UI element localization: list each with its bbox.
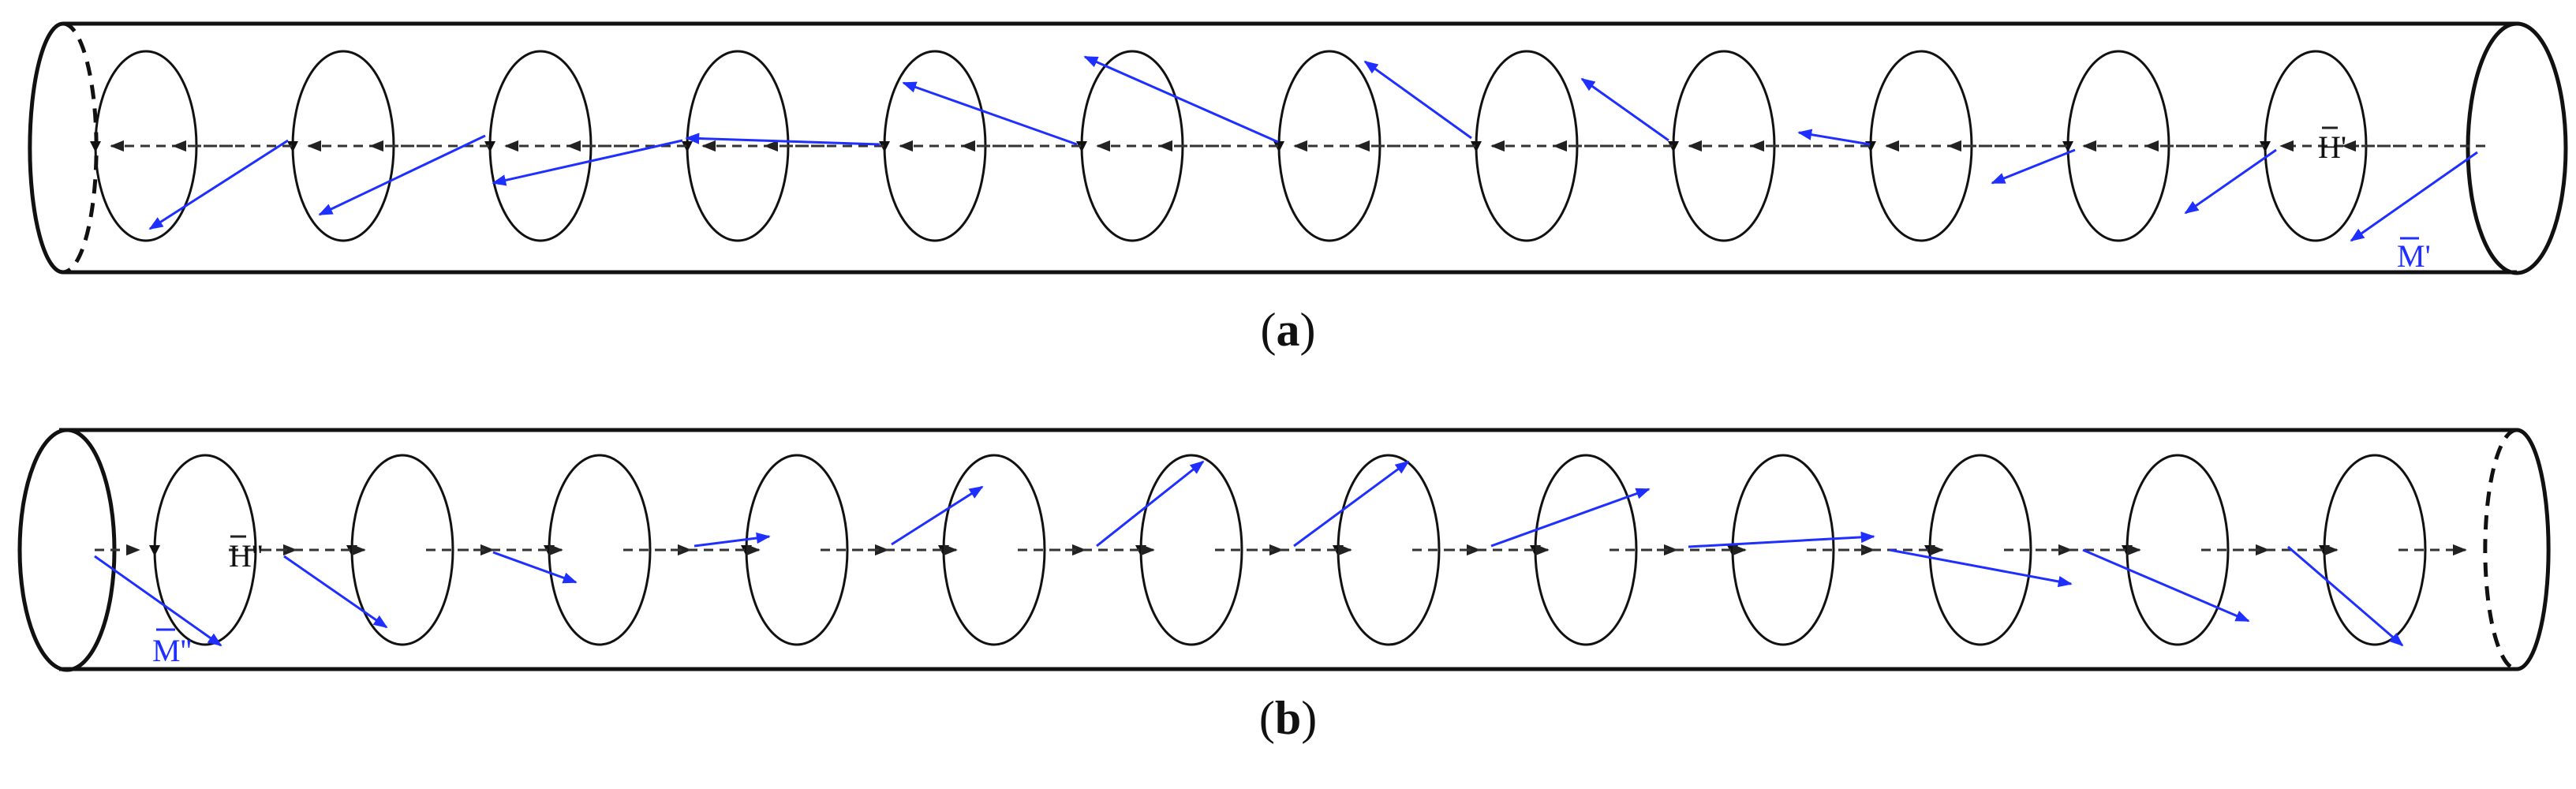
tube-left-end-back [28,21,64,275]
field-ring [1731,454,1835,646]
m-vector-arrow [1363,60,1472,140]
m-vector-label: M' [2397,238,2431,274]
h-label-a: H' [2318,126,2346,165]
m-vector-arrow [694,532,771,548]
m-vector-arrow [318,134,486,216]
h-field-label: H' [2318,129,2346,165]
ring-direction-tick [1076,141,1087,152]
ring-direction-tick [2260,141,2271,152]
tube-right-end [2466,21,2568,275]
m-vector-arrow [902,81,1078,146]
panel-a: H' M' [28,21,2568,275]
panel-b: H'' M'' [17,428,2551,672]
ring-direction-tick [484,141,495,152]
m-vector-arrow [1688,531,1875,548]
m-vector-arrow [492,139,683,186]
field-ring [2323,454,2427,646]
field-ring [548,454,652,646]
h-field-label: H'' [229,538,263,574]
m-vectors-group [148,55,2478,242]
m-vector-arrow [2082,548,2250,623]
m-vector-arrow [492,551,578,584]
caption-letter: a [1276,304,1300,356]
tube-right-end-front [2483,428,2518,671]
ring-direction-tick [1471,141,1482,152]
field-ring [1139,454,1243,646]
m-label-a: M' [2397,237,2431,274]
m-vector-arrow [685,133,880,146]
ring-direction-tick [1273,141,1284,152]
m-vector-arrow [1889,548,2073,588]
ring-direction-tick [879,141,890,152]
m-vector-arrow [2350,151,2478,242]
m-vector-arrow [1580,77,1669,142]
m-vector-arrow [891,485,984,546]
m-vector-arrow [2184,148,2277,215]
m-label-b: M'' [152,628,192,668]
m-vector-arrow [283,555,388,629]
field-ring [1337,454,1441,646]
m-vector-arrow [2287,545,2404,647]
m-vector-arrow [1490,488,1651,548]
m-vector-arrow [1083,55,1279,144]
m-vectors-group [94,460,2404,647]
ring-direction-tick [149,545,160,556]
tube-left-end-front [62,21,99,275]
m-vector-arrow [1797,129,1871,146]
h-label-b: H'' [229,535,263,574]
m-vector-label: M'' [152,633,192,668]
field-ring [350,454,454,646]
tube-right-end-back [2516,428,2551,671]
field-ring [1534,454,1638,646]
field-ring [2125,454,2230,646]
caption-b: (b) [1258,692,1318,744]
m-vector-arrow [94,555,222,647]
ring-direction-tick [287,141,298,152]
field-ring [1928,454,2032,646]
m-vector-arrow [1991,148,2076,185]
field-ring [745,454,849,646]
caption-letter: b [1274,692,1302,744]
m-vector-arrow [148,139,289,230]
ring-direction-tick [90,141,101,152]
ring-direction-tick [1668,141,1679,152]
m-vector-arrow [1293,460,1410,548]
caption-a: (a) [1260,304,1316,356]
field-ring [942,454,1046,646]
ring-direction-tick [2062,141,2073,152]
m-vector-arrow [1096,460,1205,548]
